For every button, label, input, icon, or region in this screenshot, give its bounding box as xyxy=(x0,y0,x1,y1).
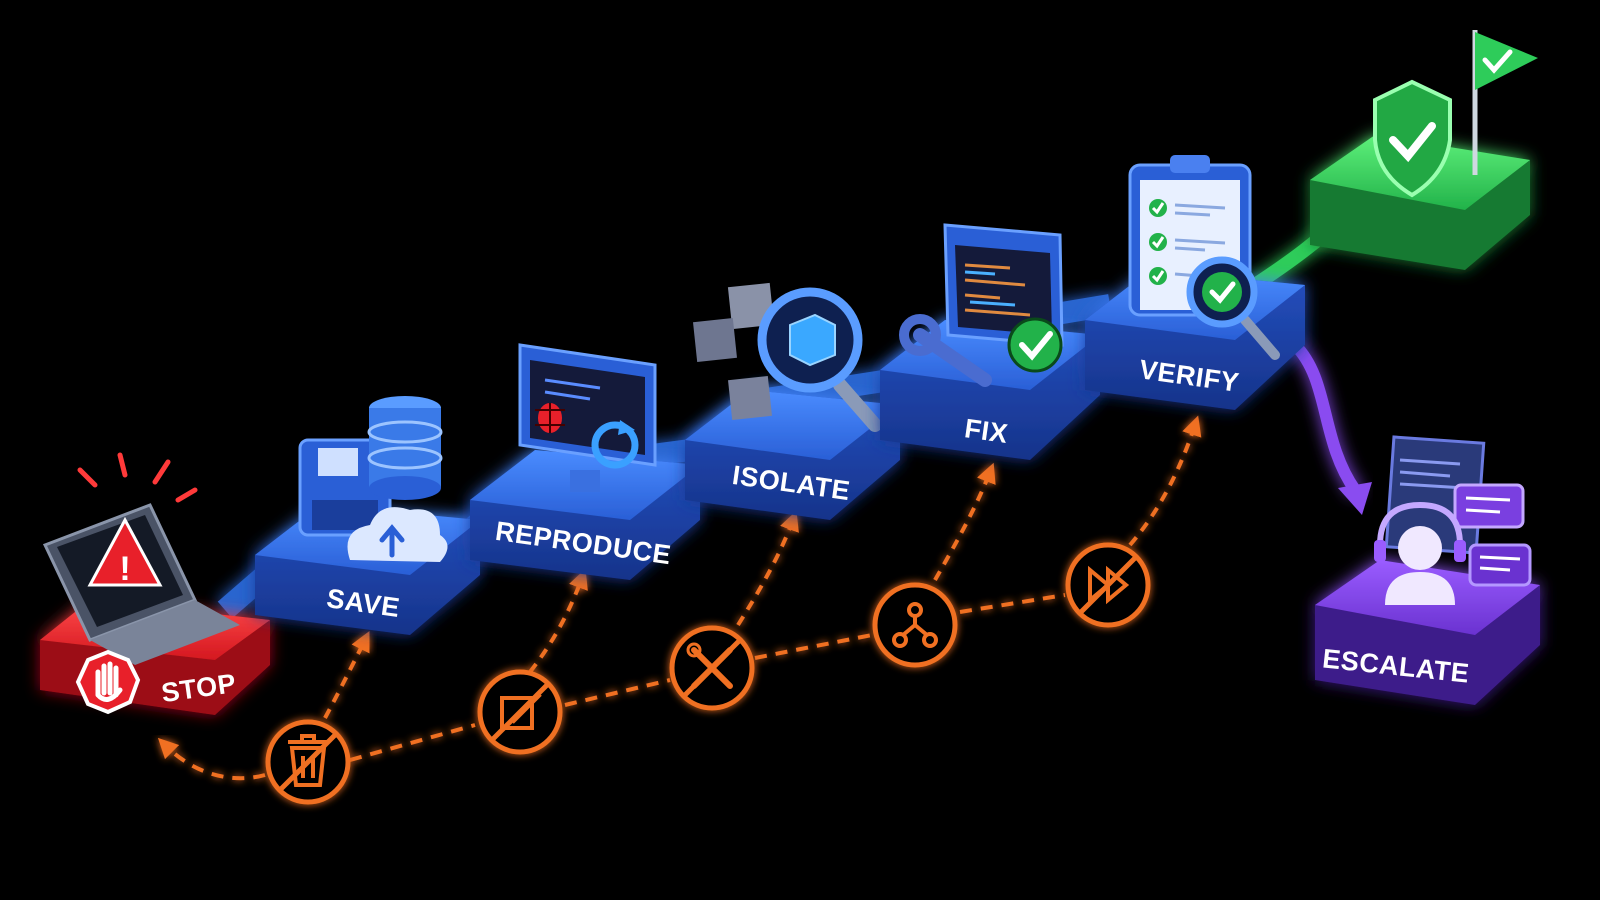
anti-pattern-no-edit xyxy=(477,669,563,755)
check-item xyxy=(1149,233,1226,252)
clipboard-checklist-icon xyxy=(1128,155,1280,360)
step-verify: VERIFY xyxy=(1085,155,1305,410)
monitor-bug-icon xyxy=(518,343,657,492)
anti-pattern-up-arrow xyxy=(736,510,799,627)
check-item xyxy=(1149,267,1201,285)
anti-pattern-up-arrow xyxy=(323,631,370,719)
step-save: SAVE xyxy=(255,396,480,635)
anti-pattern-path xyxy=(157,737,266,781)
anti-pattern-no-delete xyxy=(265,719,351,805)
step-fix: FIX xyxy=(880,223,1100,460)
step-stop: ! STOP xyxy=(40,452,270,715)
check-item xyxy=(1149,199,1226,217)
escalate-arrow xyxy=(1289,339,1361,496)
support-agent-icon xyxy=(1374,435,1532,605)
anti-pattern-up-arrow xyxy=(1128,415,1202,547)
anti-pattern-path xyxy=(349,593,1066,762)
anti-pattern-up-arrow xyxy=(528,568,588,674)
step-reproduce: REPRODUCE xyxy=(470,343,700,580)
anti-pattern-up-arrow xyxy=(933,462,996,581)
step-escalate: ESCALATE xyxy=(1315,435,1540,705)
anti-pattern-no-skip xyxy=(1065,542,1151,628)
anti-pattern-no-branch xyxy=(872,582,958,668)
escalate-arrowhead xyxy=(1338,482,1372,515)
wrench-code-icon xyxy=(899,223,1064,387)
stop-hand-icon xyxy=(75,649,141,715)
svg-text:!: ! xyxy=(119,550,130,588)
alert-laptop-icon: ! xyxy=(42,452,240,665)
anti-pattern-no-tinker xyxy=(669,625,755,711)
no-branch-icon xyxy=(892,602,938,648)
step-success xyxy=(1310,30,1538,270)
magnifier-cube-icon xyxy=(693,282,882,432)
step-label-fix: FIX xyxy=(963,413,1010,449)
step-isolate: ISOLATE xyxy=(685,282,900,520)
save-database-cloud-icon xyxy=(298,396,448,562)
shield-flag-icon xyxy=(1373,30,1538,198)
